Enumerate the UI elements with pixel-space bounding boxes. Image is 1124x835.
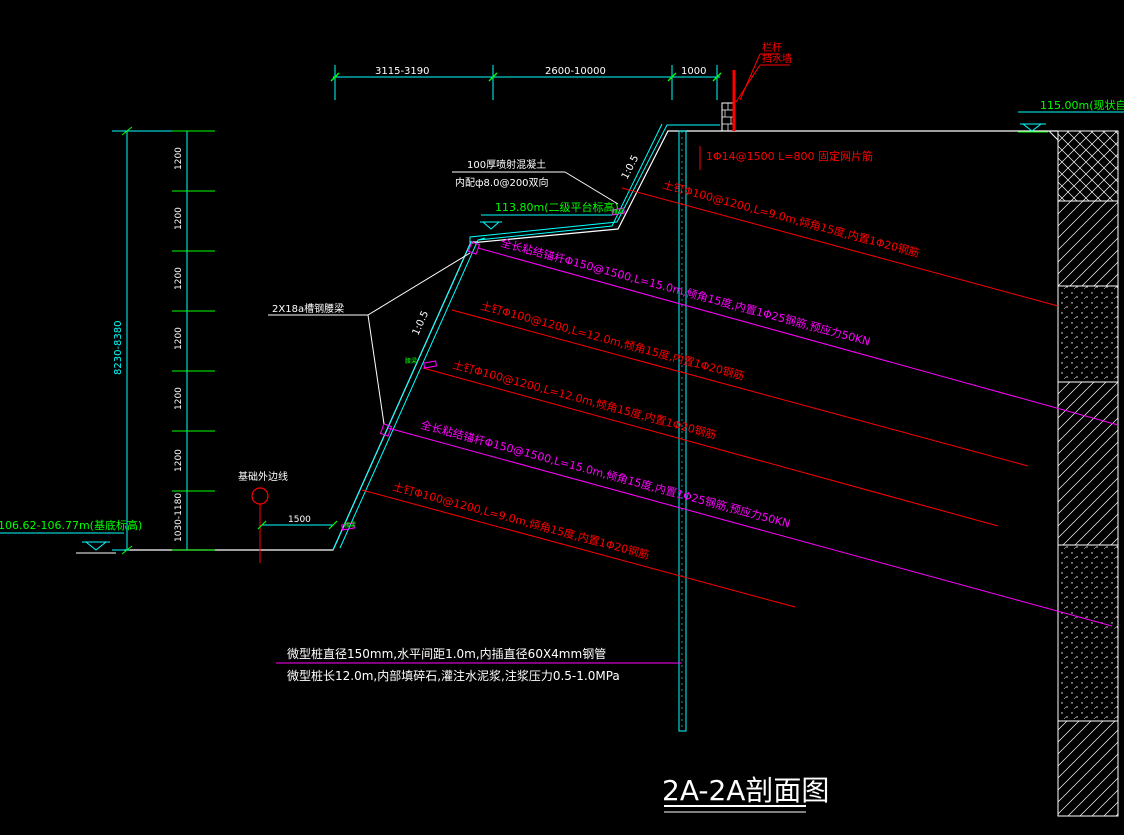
top-dim-1: 3115-3190 [375,66,430,77]
top-dim-2: 2600-10000 [545,66,606,77]
left-dim-segment-labels: 1200 1200 1200 1200 1200 1200 1030-1180 [174,147,184,542]
foundation-marker [251,487,338,563]
nail-labels: 土钉Φ100@1200,L=9.0m,倾角15度,内置1Φ20钢筋 全长粘结锚杆… [391,177,921,562]
shotcrete-label-2: 内配ф8.0@200双向 [455,176,549,189]
elevation-bottom-label: 106.62-106.77m(基底标高) [0,518,142,532]
shotcrete-leader [452,171,619,205]
railing-label: 栏杆 [762,41,782,54]
top-dimension [333,65,720,100]
nail-label-1: 土钉Φ100@1200,L=9.0m,倾角15度,内置1Φ20钢筋 [661,177,921,260]
left-dim-total: 8230-8380 [113,320,124,375]
soil-nail-1 [621,187,1059,307]
tag-3: 腰梁 [612,208,624,216]
soil-nail-4 [361,489,796,608]
elevation-bottom [0,532,124,554]
slope-ratio-upper: 1:0.5 [620,154,641,182]
waler-label: 2X18a槽钢腰梁 [272,302,344,315]
elevation-platform [480,214,612,230]
seg-2: 1200 [174,207,184,230]
anchor-top-label: 1Φ14@1500 L=800 固定网片筋 [706,149,873,163]
top-dim-ticks [330,72,722,82]
soil-column [1048,130,1119,817]
shotcrete-label-1: 100厚喷射混凝土 [467,158,546,171]
shotcrete-face [332,123,720,551]
elevation-ground [1018,111,1124,133]
top-dim-3: 1000 [681,66,706,77]
nail-label-4: 土钉Φ100@1200,L=9.0m,倾角15度,内置1Φ20钢筋 [391,479,651,562]
tag-2: 腰梁 [344,521,356,529]
left-dimension [112,130,215,551]
left-dim-ticks [121,126,215,555]
elevation-platform-label: 113.80m(二级平台标高) [495,200,619,214]
tag-1: 腰梁 [405,357,417,365]
seg-7: 1030-1180 [174,493,184,542]
retaining-wall-label: 挡水墙 [762,52,792,65]
seg-3: 1200 [174,267,184,290]
elevation-ground-label: 115.00m(现状自然地面) [1040,98,1124,112]
seg-1: 1200 [174,147,184,170]
foundation-line-label: 基础外边线 [238,470,288,483]
retaining-wall [721,53,790,132]
micro-pile [678,130,687,732]
soil-nail-3 [422,367,999,527]
seg-6: 1200 [174,449,184,472]
waler-leader [268,252,471,425]
seg-4: 1200 [174,327,184,350]
anchor-2 [387,427,1113,627]
offset-1500-label: 1500 [288,515,311,525]
micro-pile-note-1: 微型桩直径150mm,水平间距1.0m,内插直径60X4mm钢管 [287,646,606,661]
soil-nail-2 [451,309,1029,467]
seg-5: 1200 [174,387,184,410]
slope-ratio-lower: 1:0.5 [411,309,431,337]
anchor-1 [477,247,1119,426]
nail-label-3: 土钉Φ100@1200,L=12.0m,倾角15度,内置1Φ20钢筋 [451,357,718,441]
micro-pile-note-2: 微型桩长12.0m,内部填碎石,灌注水泥浆,注浆压力0.5-1.0MPa [287,668,620,683]
drawing-title: 2A-2A剖面图 [662,774,829,807]
nail-heads [341,207,626,531]
nail-head-tags: 腰梁 腰梁 腰梁 [344,208,624,529]
